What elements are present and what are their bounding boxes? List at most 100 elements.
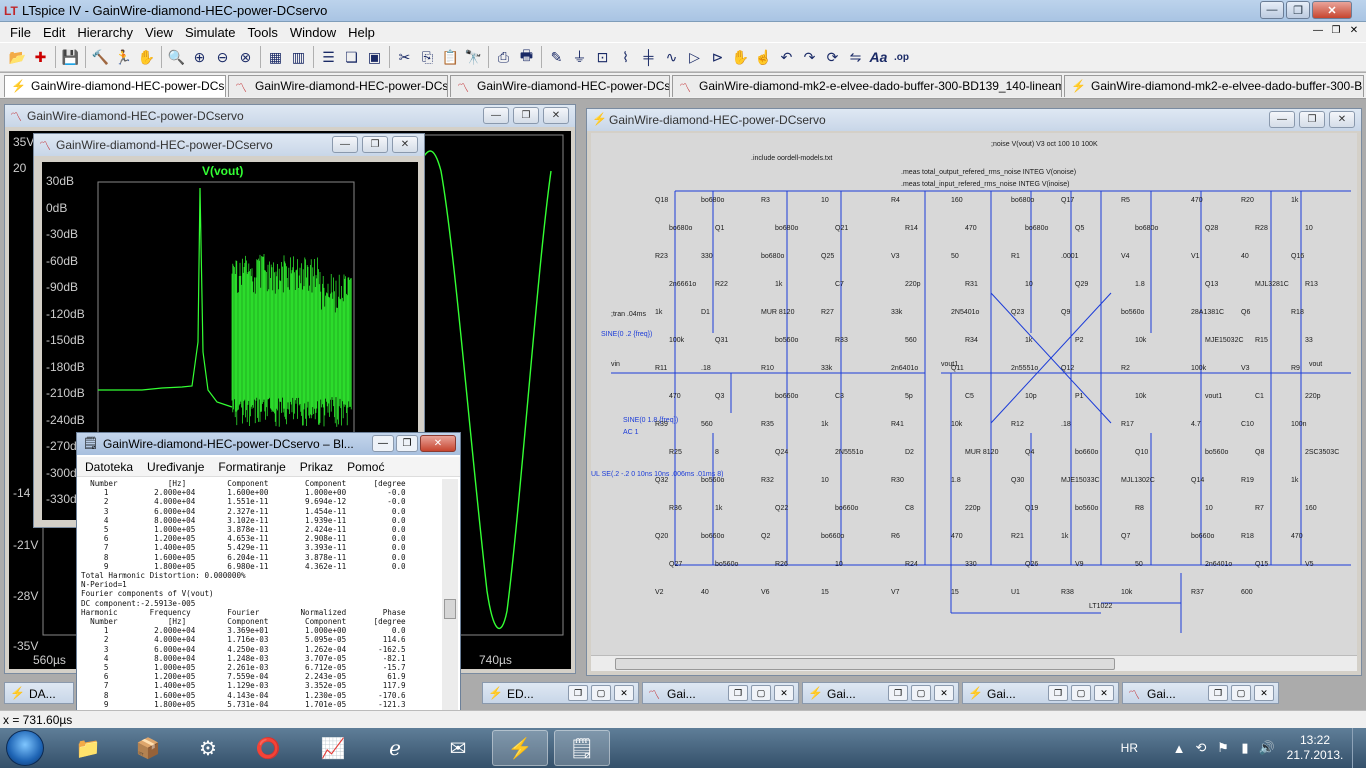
component-label[interactable]: R6 [891, 533, 900, 540]
component-label[interactable]: 2SC3503C [1305, 449, 1340, 456]
zoom-in-icon[interactable]: 🔍 [167, 48, 186, 65]
component-label[interactable]: 2N5401o [951, 309, 980, 316]
maximize-button[interactable]: ▢ [751, 685, 771, 701]
action-center-icon[interactable]: ⚑ [1217, 740, 1229, 755]
component-label[interactable]: MJE15033C [1061, 477, 1100, 484]
restore-button[interactable]: ❐ [1286, 1, 1310, 19]
component-label[interactable]: bo560o [1121, 309, 1145, 316]
component-label[interactable]: Q4 [1025, 449, 1035, 456]
close-button[interactable]: ✕ [1312, 1, 1352, 19]
notepad-menu-view[interactable]: Prikaz [299, 459, 334, 474]
restore-button[interactable]: ❐ [728, 685, 748, 701]
component-label[interactable]: 1k [655, 309, 663, 316]
scrollbar-thumb[interactable] [615, 658, 1115, 670]
component-label[interactable]: 10 [1025, 281, 1033, 288]
notepad-menu-help[interactable]: Pomoć [347, 459, 385, 474]
component-label[interactable]: R7 [1255, 505, 1264, 512]
component-label[interactable]: .18 [701, 365, 711, 372]
tab-document-1[interactable]: ⚡ GainWire-diamond-HEC-power-DCservo [4, 75, 226, 97]
component-label[interactable]: C1 [1255, 393, 1264, 400]
resistor-icon[interactable]: ⌇ [622, 48, 629, 65]
component-label[interactable]: 1k [775, 281, 783, 288]
component-label[interactable]: 28A1381C [1191, 309, 1225, 316]
print-setup-icon[interactable]: ⎙ [497, 48, 510, 65]
component-label[interactable]: R4 [891, 197, 900, 204]
cascade-icon[interactable]: ❏ [345, 48, 358, 65]
component-label[interactable]: R36 [669, 505, 682, 512]
component-label[interactable]: R2 [1121, 365, 1130, 372]
component-label[interactable]: 1k [821, 421, 829, 428]
mirror-icon[interactable]: ⇋ [849, 48, 862, 65]
component-label[interactable]: Q1 [715, 225, 725, 232]
menu-hierarchy[interactable]: Hierarchy [77, 24, 133, 40]
notepad-menu-file[interactable]: Datoteka [85, 459, 134, 474]
label-icon[interactable]: ⊡ [596, 48, 609, 65]
spice-directive[interactable]: UL SE(.2 -.2 0 10ns 10ns .006ms .01ms 8) [591, 471, 724, 478]
component-label[interactable]: R31 [965, 281, 978, 288]
component-label[interactable]: R25 [669, 449, 682, 456]
control-panel-icon[interactable]: 🔨 [91, 48, 110, 65]
tab-document-3[interactable]: 〽 GainWire-diamond-HEC-power-DCservo [450, 75, 670, 97]
restore-button[interactable]: ❐ [1299, 111, 1325, 128]
spice-directive[interactable]: .meas total_output_refered_rms_noise INT… [901, 169, 1077, 176]
component-label[interactable]: R34 [965, 337, 978, 344]
component-label[interactable]: U1 [1011, 589, 1020, 596]
component-label[interactable]: 330 [701, 253, 713, 260]
minimized-window[interactable]: ⚡ Gai... ❐▢✕ [802, 682, 959, 704]
save-icon[interactable]: 💾 [61, 48, 80, 65]
component-label[interactable]: R18 [1241, 533, 1254, 540]
component-label[interactable]: Q29 [1075, 281, 1089, 288]
menu-file[interactable]: File [10, 24, 31, 40]
component-label[interactable]: bo680o [1011, 197, 1035, 204]
pan-icon[interactable]: ✋ [137, 48, 156, 65]
component-label[interactable]: V7 [891, 589, 900, 596]
run-sim-icon[interactable]: 🏃 [114, 48, 133, 65]
component-label[interactable]: R26 [775, 561, 788, 568]
component-label[interactable]: Q22 [775, 505, 789, 512]
component-label[interactable]: V5 [1305, 561, 1314, 568]
notepad-vertical-scrollbar[interactable] [442, 479, 458, 715]
oscilloscope-taskbar-button[interactable]: 📈 [320, 737, 346, 760]
component-label[interactable]: 10k [1135, 337, 1147, 344]
component-label[interactable]: 10 [821, 197, 829, 204]
component-label[interactable]: 10 [835, 561, 843, 568]
tab-document-5[interactable]: ⚡ GainWire-diamond-mk2-e-elvee-dado-buff… [1064, 75, 1364, 97]
component-label[interactable]: P2 [1075, 337, 1084, 344]
spice-directive[interactable]: AC 1 [623, 429, 639, 436]
component-label[interactable]: 220p [965, 505, 981, 512]
minimize-button[interactable]: — [483, 107, 509, 124]
component-label[interactable]: 470 [1191, 197, 1203, 204]
component-label[interactable]: Q20 [655, 533, 669, 540]
find-icon[interactable]: 📋 [441, 48, 460, 65]
notepad-taskbar-button[interactable]: 🗒 [554, 730, 610, 766]
maximize-button[interactable]: ▢ [591, 685, 611, 701]
menu-help[interactable]: Help [348, 24, 375, 40]
component-label[interactable]: R19 [1241, 477, 1254, 484]
component-label[interactable]: Q7 [1121, 533, 1131, 540]
notepad-titlebar[interactable]: 🗒 GainWire-diamond-HEC-power-DCservo – B… [77, 433, 460, 455]
component-label[interactable]: 33 [1305, 337, 1313, 344]
component-label[interactable]: Q6 [1241, 309, 1251, 316]
ltspice-taskbar-button[interactable]: ⚡ [492, 730, 548, 766]
component-label[interactable]: R32 [761, 477, 774, 484]
component-label[interactable]: 470 [951, 533, 963, 540]
component-label[interactable]: Q23 [1011, 309, 1025, 316]
binoculars-icon[interactable]: 🔭 [464, 48, 483, 65]
component-label[interactable]: bo560o [715, 561, 739, 568]
component-label[interactable]: Q32 [655, 477, 669, 484]
app-taskbar-button[interactable]: ⭕ [255, 737, 281, 760]
component-label[interactable]: 10k [951, 421, 963, 428]
minimized-window[interactable]: 〽 Gai... ❐▢✕ [1122, 682, 1279, 704]
component-label[interactable]: Q24 [775, 449, 789, 456]
copy-icon[interactable]: ⎘ [421, 48, 434, 65]
component-label[interactable]: Q12 [1061, 365, 1075, 372]
component-label[interactable]: 470 [669, 393, 681, 400]
spice-directive-icon[interactable]: .op [894, 51, 909, 63]
component-label[interactable]: 33k [821, 365, 833, 372]
component-label[interactable]: R13 [1305, 281, 1318, 288]
component-label[interactable]: MUR 8120 [761, 309, 795, 316]
menu-window[interactable]: Window [289, 24, 337, 40]
component-label[interactable]: 5p [905, 393, 913, 400]
component-label[interactable]: bo680o [1135, 225, 1159, 232]
component-label[interactable]: 10 [821, 477, 829, 484]
